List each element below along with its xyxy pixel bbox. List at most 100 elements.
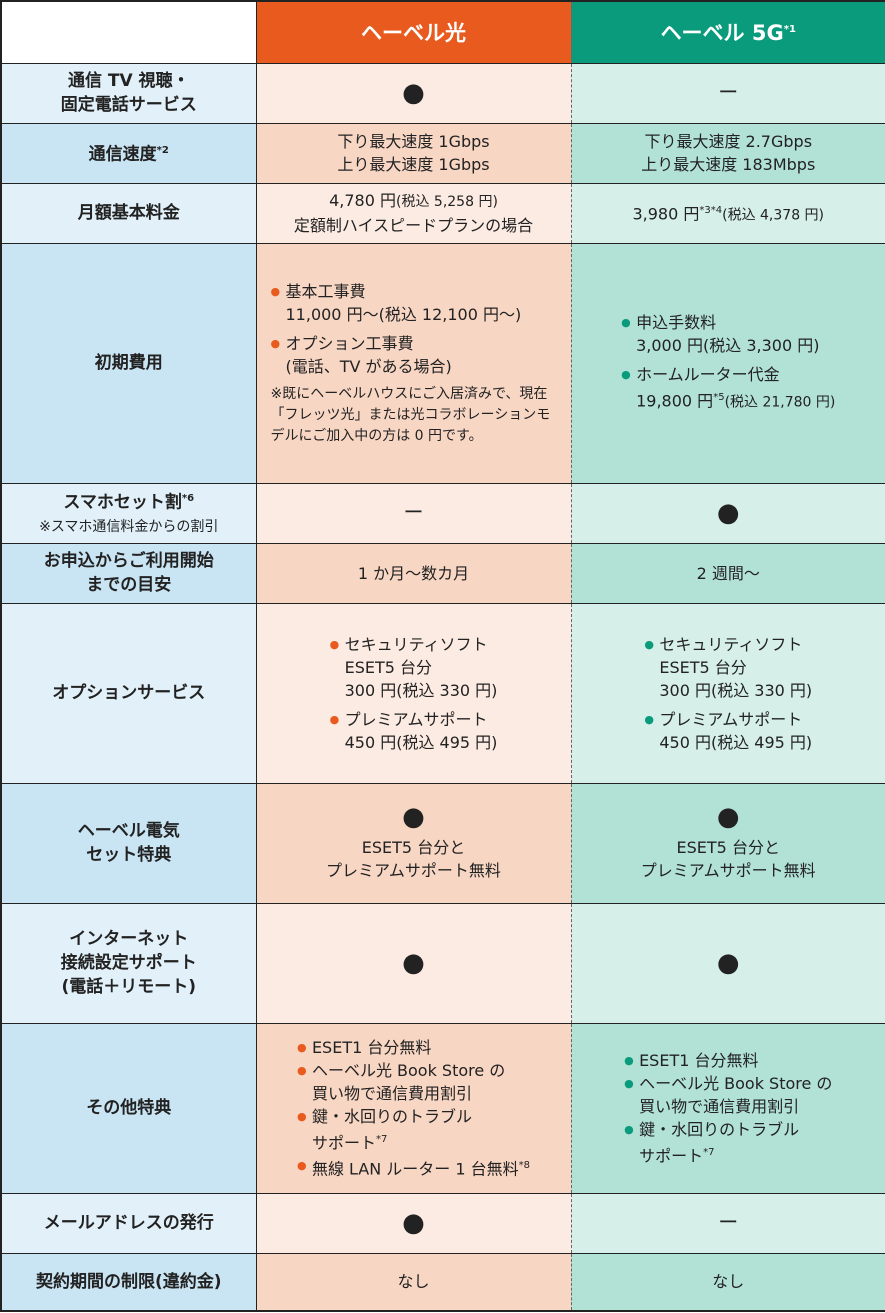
- footnote-ref: *7: [703, 1146, 715, 1158]
- header-blank: [0, 0, 257, 64]
- cell-5g: ー: [571, 63, 885, 124]
- row-label: メールアドレスの発行: [0, 1193, 257, 1254]
- benefit-line: プレミアムサポート無料: [326, 861, 501, 880]
- row-label: ヘーベル電気セット特典: [0, 783, 257, 904]
- label-line: お申込からご利用開始: [43, 551, 214, 571]
- label-text: その他特典: [86, 1098, 172, 1118]
- row-label: インターネット接続設定サポート (電話＋リモート): [0, 903, 257, 1024]
- cell-5g: ●: [571, 483, 885, 544]
- label-text: 初期費用: [94, 353, 163, 373]
- available-mark: ●: [716, 947, 740, 978]
- available-mark: ●: [716, 497, 740, 528]
- row-label: オプションサービス: [0, 603, 257, 784]
- bullet-item: ヘーベル光 Book Store の: [297, 1059, 530, 1082]
- contract-value: なし: [712, 1272, 745, 1292]
- speed-down: 下り最大速度 2.7Gbps: [644, 132, 813, 151]
- bullet-detail: 買い物で通信費用割引: [311, 1083, 472, 1103]
- header-hikari-label: ヘーベル光: [361, 21, 466, 46]
- label-line: 通信 TV 視聴・: [67, 71, 190, 91]
- contract-value: なし: [397, 1272, 430, 1292]
- bullet-detail: 11,000 円〜(税込 12,100 円〜): [285, 304, 522, 324]
- row-electric-bundle: ヘーベル電気セット特典 ●ESET5 台分とプレミアムサポート無料 ●ESET5…: [0, 783, 885, 904]
- tax-price: (税込 4,378 円): [722, 207, 825, 224]
- bullet-item: 鍵・水回りのトラブル: [624, 1118, 832, 1141]
- cell-hikari: ESET1 台分無料 ヘーベル光 Book Store の 買い物で通信費用割引…: [256, 1023, 572, 1194]
- available-mark: ●: [716, 802, 740, 832]
- label-line: インターネット: [69, 929, 189, 949]
- initial-cost-note: ※既にヘーベルハウスにご入居済みで、現在「フレッツ光」または光コラボレーションモ…: [270, 385, 551, 444]
- footnote-ref: *5: [713, 392, 725, 404]
- unavailable-mark: ー: [403, 500, 424, 524]
- bullet-item: ヘーベル光 Book Store の: [624, 1072, 832, 1095]
- bullet-item: オプション工事費: [271, 332, 557, 355]
- row-monthly-fee: 月額基本料金 4,780 円(税込 5,258 円)定額制ハイスピードプランの場…: [0, 183, 885, 244]
- label-line: セット特典: [86, 845, 172, 865]
- price: 19,800 円: [636, 391, 714, 411]
- cell-hikari: ●: [256, 63, 572, 124]
- benefit-line: プレミアムサポート無料: [640, 861, 816, 880]
- header-5g-ref: *1: [783, 24, 796, 36]
- row-tv: 通信 TV 視聴・固定電話サービス ● ー: [0, 63, 885, 124]
- header-5g-label: ヘーベル 5G: [660, 21, 784, 46]
- cell-hikari: 1 か月〜数カ月: [256, 543, 572, 604]
- bullet-item: 申込手数料: [621, 311, 835, 334]
- row-label: 契約期間の制限(違約金): [0, 1253, 257, 1312]
- footnote-ref: *3*4: [699, 204, 723, 216]
- label-text: メールアドレスの発行: [43, 1213, 214, 1233]
- bullet-item: セキュリティソフト: [644, 633, 812, 656]
- bullet-detail: サポート*7: [624, 1141, 832, 1167]
- bullet-item: プレミアムサポート: [330, 708, 498, 731]
- cell-5g: なし: [571, 1253, 885, 1312]
- row-smartphone-discount: スマホセット割*6※スマホ通信料金からの割引 ー ●: [0, 483, 885, 544]
- label-line: (電話＋リモート): [61, 977, 197, 997]
- available-mark: ●: [402, 77, 425, 108]
- bullet-detail: ESET5 台分: [344, 657, 432, 677]
- label-line: ヘーベル電気: [77, 821, 180, 841]
- bullet-detail: (電話、TV がある場合): [285, 356, 452, 376]
- cell-hikari: 基本工事費 11,000 円〜(税込 12,100 円〜) オプション工事費 (…: [256, 243, 572, 484]
- label-text: スマホセット割: [63, 492, 182, 513]
- bullet-item: 無線 LAN ルーター 1 台無料*8: [297, 1154, 530, 1180]
- row-initial-cost: 初期費用 基本工事費 11,000 円〜(税込 12,100 円〜) オプション…: [0, 243, 885, 484]
- cell-5g: ●ESET5 台分とプレミアムサポート無料: [571, 783, 885, 904]
- price: 3,980 円: [632, 204, 700, 224]
- footnote-ref: *8: [518, 1160, 531, 1171]
- cell-5g: ー: [571, 1193, 885, 1254]
- bullet-detail: 300 円(税込 330 円): [659, 680, 813, 700]
- speed-up: 上り最大速度 1Gbps: [337, 155, 490, 174]
- label-line: までの目安: [86, 575, 172, 595]
- footnote-ref: *7: [375, 1133, 388, 1145]
- bullet-item: セキュリティソフト: [330, 633, 498, 656]
- row-other-benefits: その他特典 ESET1 台分無料 ヘーベル光 Book Store の 買い物で…: [0, 1023, 885, 1194]
- cell-hikari: ー: [256, 483, 572, 544]
- cell-hikari: セキュリティソフト ESET5 台分 300 円(税込 330 円) プレミアム…: [256, 603, 572, 784]
- available-mark: ●: [402, 802, 425, 832]
- row-label: その他特典: [0, 1023, 257, 1194]
- cell-5g: 2 週間〜: [571, 543, 885, 604]
- footnote-ref: *2: [156, 145, 169, 157]
- label-text: 契約期間の制限(違約金): [35, 1271, 222, 1292]
- tax-price: (税込 5,258 円): [396, 194, 498, 210]
- row-lead-time: お申込からご利用開始までの目安 1 か月〜数カ月 2 週間〜: [0, 543, 885, 604]
- cell-5g: 下り最大速度 2.7Gbps 上り最大速度 183Mbps: [571, 123, 885, 184]
- bullet-detail: サポート*7: [297, 1128, 530, 1154]
- cell-hikari: ●: [256, 903, 572, 1024]
- row-email: メールアドレスの発行 ● ー: [0, 1193, 885, 1254]
- speed-down: 下り最大速度 1Gbps: [337, 132, 490, 151]
- cell-5g: 申込手数料 3,000 円(税込 3,300 円) ホームルーター代金 19,8…: [571, 243, 885, 484]
- available-mark: ●: [402, 947, 425, 978]
- header-hebel-5g: ヘーベル 5G*1: [571, 0, 885, 64]
- footnote-ref: *6: [181, 493, 195, 505]
- label-line: 接続設定サポート: [60, 953, 197, 973]
- bullet-item: 基本工事費: [271, 280, 557, 303]
- cell-hikari: ●ESET5 台分とプレミアムサポート無料: [256, 783, 572, 904]
- bullet-detail-text: サポート: [311, 1133, 376, 1152]
- bullet-detail: 300 円(税込 330 円): [344, 680, 498, 700]
- header-row: ヘーベル光 ヘーベル 5G*1: [0, 0, 885, 64]
- bullet-item: ホームルーター代金: [621, 363, 835, 386]
- lead-time: 1 か月〜数カ月: [357, 563, 470, 583]
- unavailable-mark: ー: [718, 1210, 739, 1234]
- price: 4,780 円: [329, 191, 396, 210]
- bullet-detail: 買い物で通信費用割引: [639, 1096, 800, 1116]
- speed-up: 上り最大速度 183Mbps: [641, 155, 816, 174]
